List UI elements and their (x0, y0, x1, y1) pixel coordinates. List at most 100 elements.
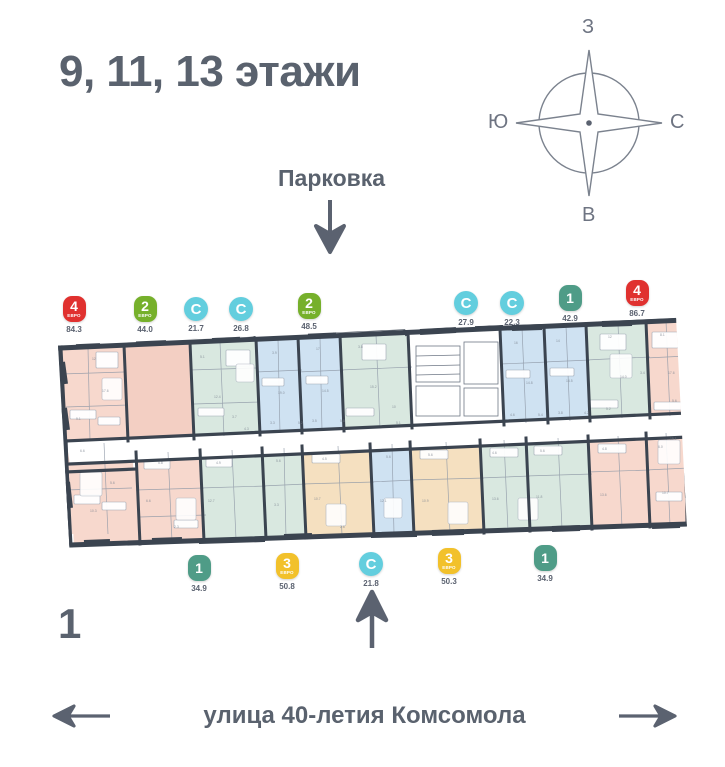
unit-area-label: 26.8 (233, 324, 249, 333)
svg-text:2.6: 2.6 (340, 525, 345, 529)
unit-type-badge: С (359, 552, 383, 576)
svg-text:17.6: 17.6 (102, 389, 109, 393)
svg-text:16: 16 (514, 341, 518, 345)
arrow-left-icon (52, 704, 110, 728)
svg-text:14.8: 14.8 (526, 381, 533, 385)
svg-text:4.3: 4.3 (244, 427, 249, 431)
block-number: 1 (58, 600, 82, 647)
unit-area-label: 27.9 (458, 318, 474, 327)
svg-text:12: 12 (92, 357, 96, 361)
svg-text:5.6: 5.6 (386, 455, 391, 459)
svg-text:19.0: 19.0 (278, 391, 285, 395)
parking-label: Парковка (278, 165, 386, 191)
svg-text:13.6: 13.6 (600, 493, 607, 497)
svg-text:12.1: 12.1 (380, 499, 387, 503)
svg-text:10.7: 10.7 (314, 497, 321, 501)
compass-label-top: З (582, 16, 595, 38)
unit-type-label: 4 (70, 298, 78, 315)
arrow-right-icon (618, 704, 677, 728)
svg-text:5.8: 5.8 (158, 461, 163, 465)
svg-text:9.1: 9.1 (76, 417, 81, 421)
svg-text:14.0: 14.0 (620, 375, 627, 379)
unit-type-label: 1 (195, 560, 203, 576)
svg-text:5.4: 5.4 (538, 413, 543, 417)
svg-text:5.1: 5.1 (396, 421, 401, 425)
unit-type-label: 3 (283, 555, 291, 572)
street-row: улица 40-летия Комсомола (52, 695, 677, 737)
unit-area-label: 34.9 (191, 584, 207, 593)
svg-text:4.6: 4.6 (510, 413, 515, 417)
unit-area-label: 21.7 (188, 324, 204, 333)
svg-text:5.8: 5.8 (340, 419, 345, 423)
unit-area-label: 22.3 (504, 318, 520, 327)
svg-text:4.9: 4.9 (216, 461, 221, 465)
unit-type-label: 2 (141, 298, 149, 315)
entrance-arrow-up-icon (355, 589, 389, 648)
unit-type-label: 1 (566, 290, 574, 306)
svg-text:4.2: 4.2 (584, 411, 589, 415)
svg-text:11.8: 11.8 (536, 495, 542, 499)
svg-text:4.8: 4.8 (602, 447, 607, 451)
unit-area-label: 34.9 (537, 574, 553, 583)
svg-text:12.4: 12.4 (214, 395, 221, 399)
unit-marker-top-6[interactable]: С 22.3 (487, 291, 537, 327)
unit-type-label: С (235, 300, 247, 318)
svg-text:10.7: 10.7 (662, 491, 669, 495)
unit-type-badge: С (184, 297, 208, 321)
svg-text:17: 17 (316, 347, 320, 351)
svg-text:3.9: 3.9 (272, 351, 277, 355)
svg-text:13.6: 13.6 (492, 497, 499, 501)
unit-type-label: 2 (305, 295, 313, 312)
unit-type-label: 3 (445, 550, 453, 567)
unit-area-label: 50.8 (279, 582, 295, 591)
euro-label: ЕВРО (138, 313, 152, 319)
unit-type-badge: С (500, 291, 524, 315)
svg-text:6.6: 6.6 (146, 499, 151, 503)
svg-text:5.2: 5.2 (606, 407, 611, 411)
svg-text:14.5: 14.5 (322, 389, 329, 393)
page-title: 9, 11, 13 этажи (59, 47, 361, 96)
unit-marker-top-5[interactable]: С 27.9 (441, 291, 491, 327)
compass-label-left: Ю (488, 111, 509, 133)
svg-text:6.0: 6.0 (658, 445, 663, 449)
unit-type-badge: 1 (187, 555, 211, 581)
svg-text:5.6: 5.6 (672, 399, 677, 403)
svg-text:3.8: 3.8 (558, 411, 563, 415)
svg-text:3.3: 3.3 (270, 421, 275, 425)
svg-text:10.3: 10.3 (90, 509, 97, 513)
svg-text:5.1: 5.1 (200, 355, 205, 359)
unit-area-label: 42.9 (562, 314, 578, 323)
unit-area-label: 48.5 (301, 322, 317, 331)
unit-type-badge: С (454, 291, 478, 315)
svg-text:10: 10 (392, 405, 396, 409)
euro-label: ЕВРО (280, 570, 294, 576)
svg-text:3.3: 3.3 (274, 503, 279, 507)
svg-text:14: 14 (556, 339, 560, 343)
svg-text:14.5: 14.5 (566, 379, 573, 383)
svg-text:3.5: 3.5 (312, 419, 317, 423)
unit-marker-top-2[interactable]: С 21.7 (171, 297, 221, 333)
unit-type-badge: С (229, 297, 253, 321)
unit-marker-top-3[interactable]: С 26.8 (216, 297, 266, 333)
unit-area-label: 50.3 (441, 577, 457, 586)
compass-label-right: С (670, 111, 685, 133)
euro-label: ЕВРО (67, 313, 81, 319)
